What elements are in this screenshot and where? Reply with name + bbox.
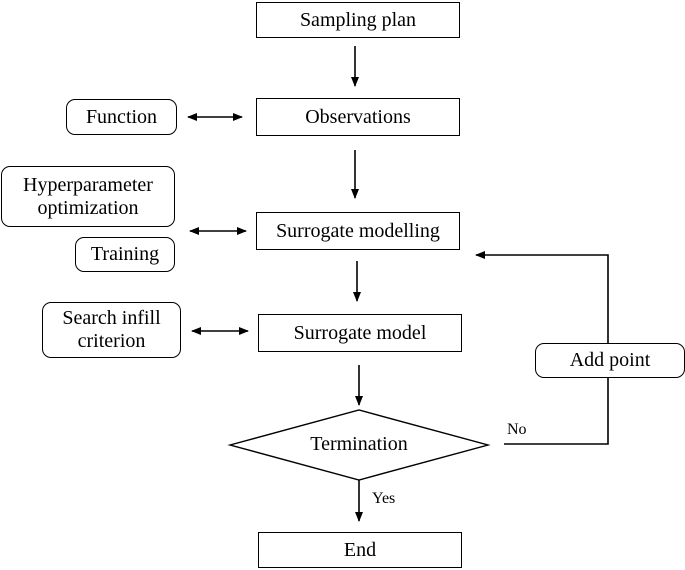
training-box: Training bbox=[75, 237, 175, 272]
training-label: Training bbox=[90, 243, 160, 265]
loop-termination-to-add-point bbox=[504, 378, 609, 445]
surrogate-modelling-label: Surrogate modelling bbox=[276, 219, 440, 242]
no-label: No bbox=[507, 421, 527, 438]
search-infill-criterion-label: Search infill criterion bbox=[62, 307, 161, 352]
function-label: Function bbox=[85, 105, 158, 128]
termination-label: Termination bbox=[310, 433, 408, 455]
function-box: Function bbox=[66, 99, 177, 135]
surrogate-model-box: Surrogate model bbox=[258, 314, 462, 352]
add-point-box: Add point bbox=[535, 343, 685, 378]
observations-box: Observations bbox=[256, 98, 460, 136]
end-box: End bbox=[258, 532, 462, 568]
yes-label: Yes bbox=[372, 490, 396, 507]
hyperparameter-optimization-box: Hyperparameter optimization bbox=[1, 166, 175, 227]
end-label: End bbox=[343, 538, 377, 561]
loop-add-point-to-surrogate-modelling bbox=[475, 251, 609, 343]
surrogate-modelling-box: Surrogate modelling bbox=[256, 212, 460, 250]
observations-label: Observations bbox=[305, 105, 411, 128]
sampling-plan-label: Sampling plan bbox=[299, 8, 417, 31]
termination-diamond bbox=[227, 409, 491, 481]
add-point-label: Add point bbox=[569, 349, 651, 371]
surrogate-model-label: Surrogate model bbox=[293, 321, 427, 344]
sampling-plan-box: Sampling plan bbox=[256, 2, 460, 38]
hyperparameter-optimization-label: Hyperparameter optimization bbox=[23, 173, 153, 219]
search-infill-criterion-box: Search infill criterion bbox=[42, 302, 181, 358]
